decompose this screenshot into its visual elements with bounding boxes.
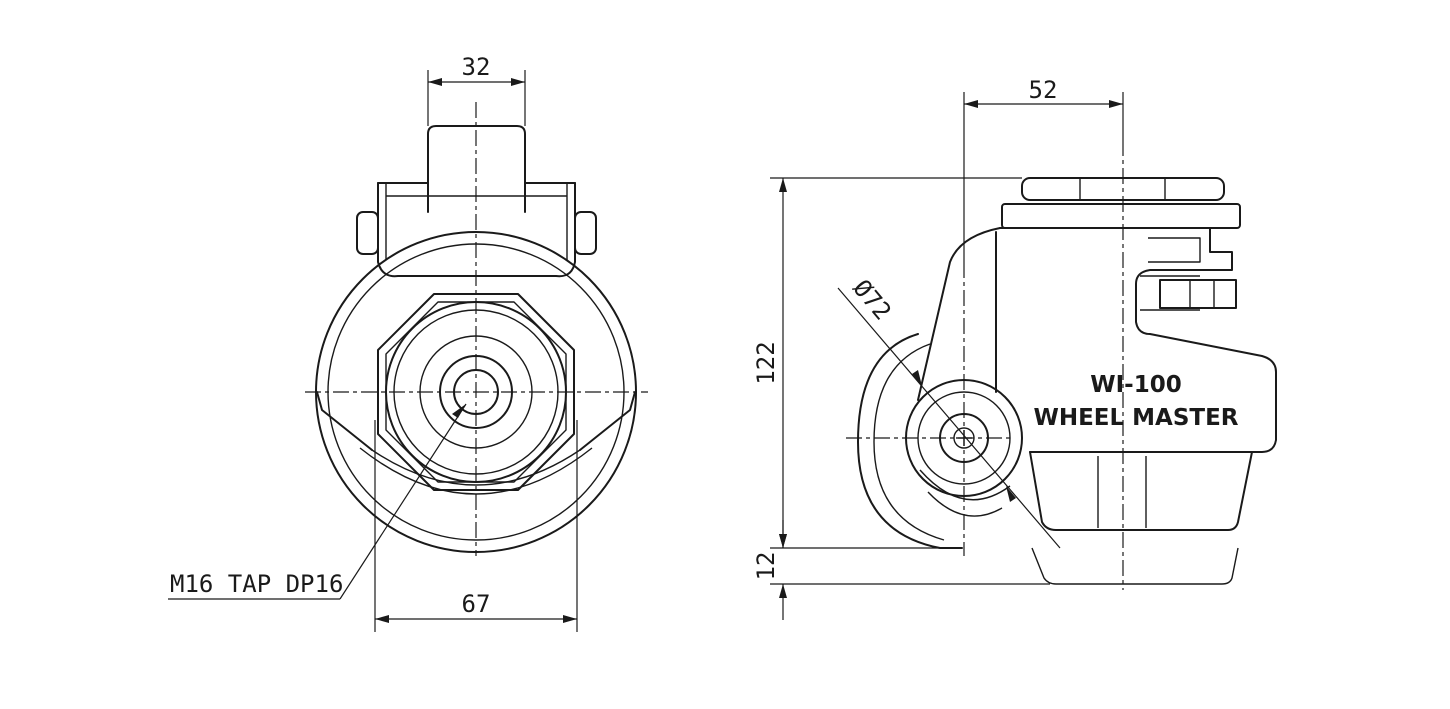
dim-text-32: 32: [462, 53, 491, 81]
front-view: [305, 102, 648, 556]
front-dim-67: 67: [374, 420, 578, 632]
side-dim-52: 52: [963, 76, 1124, 262]
dim-text-122: 122: [752, 341, 780, 384]
dim-text-diameter: Ø72: [847, 274, 896, 325]
side-dim-12: 12: [752, 520, 1050, 620]
front-dim-32: 32: [427, 53, 526, 126]
model-label: WI-100: [1090, 372, 1181, 398]
brand-label: WHEEL MASTER: [1033, 405, 1238, 431]
thread-callout-text: M16 TAP DP16: [170, 570, 343, 598]
side-dim-122: 122: [752, 177, 1022, 549]
dim-text-52: 52: [1029, 76, 1058, 104]
thread-callout: M16 TAP DP16: [168, 403, 467, 600]
dim-text-12: 12: [752, 552, 780, 581]
side-dim-diameter: Ø72: [837, 274, 1061, 549]
dim-text-67: 67: [462, 590, 491, 618]
side-view: WI-100 WHEEL MASTER: [846, 140, 1277, 590]
